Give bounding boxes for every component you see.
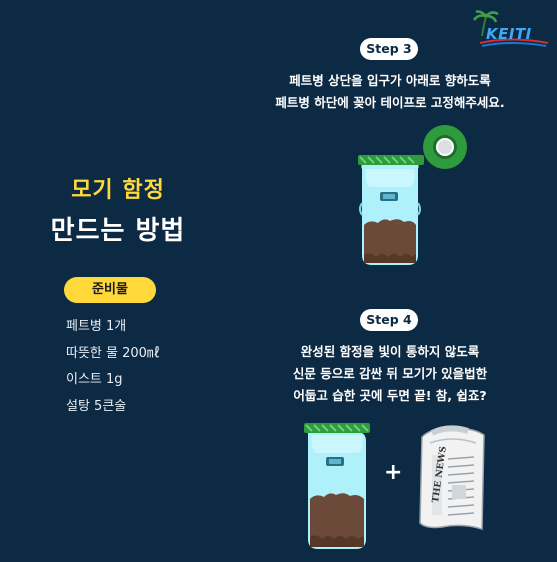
- step3-line-2: 페트병 하단에 꽂아 테이프로 고정해주세요.: [275, 95, 505, 110]
- tape-roll-icon: [423, 125, 467, 169]
- keiti-logo: KEITI: [472, 10, 552, 50]
- step4-badge: Step 4: [360, 309, 418, 331]
- step4-line-2: 신문 등으로 감싼 뒤 모기가 있을법한: [292, 366, 488, 381]
- list-item: 따뜻한 물 200㎖: [66, 345, 160, 361]
- bottle-with-tape-illustration: [358, 125, 467, 265]
- step3-badge: Step 3: [360, 38, 418, 60]
- step4-description: 완성된 함정을 빛이 통하지 않도록 신문 등으로 감싼 뒤 모기가 있을법한 …: [240, 341, 540, 407]
- palm-tree-icon: [472, 10, 549, 47]
- list-item: 설탕 5큰술: [66, 398, 127, 414]
- list-item: 이스트 1g: [66, 372, 123, 387]
- prep-badge: 준비물: [64, 277, 156, 303]
- step3-description: 페트병 상단을 입구가 아래로 향하도록 페트병 하단에 꽂아 테이프로 고정해…: [240, 70, 540, 114]
- finished-trap-illustration: [304, 423, 370, 549]
- list-item: 페트병 1개: [66, 319, 127, 334]
- title-line-1: 모기 함정: [71, 178, 165, 203]
- step3-line-1: 페트병 상단을 입구가 아래로 향하도록: [289, 73, 491, 88]
- step4-line-1: 완성된 함정을 빛이 통하지 않도록: [300, 344, 480, 359]
- newspaper-icon: THE NEWS: [419, 425, 485, 531]
- ingredient-list: 페트병 1개 따뜻한 물 200㎖ 이스트 1g 설탕 5큰술: [66, 318, 160, 424]
- title-line-2: 만드는 방법: [50, 216, 186, 246]
- logo-text: KEITI: [486, 25, 532, 43]
- plus-sign: +: [384, 460, 403, 485]
- step4-line-3: 어둡고 습한 곳에 두면 끝! 참, 쉽죠?: [293, 388, 487, 403]
